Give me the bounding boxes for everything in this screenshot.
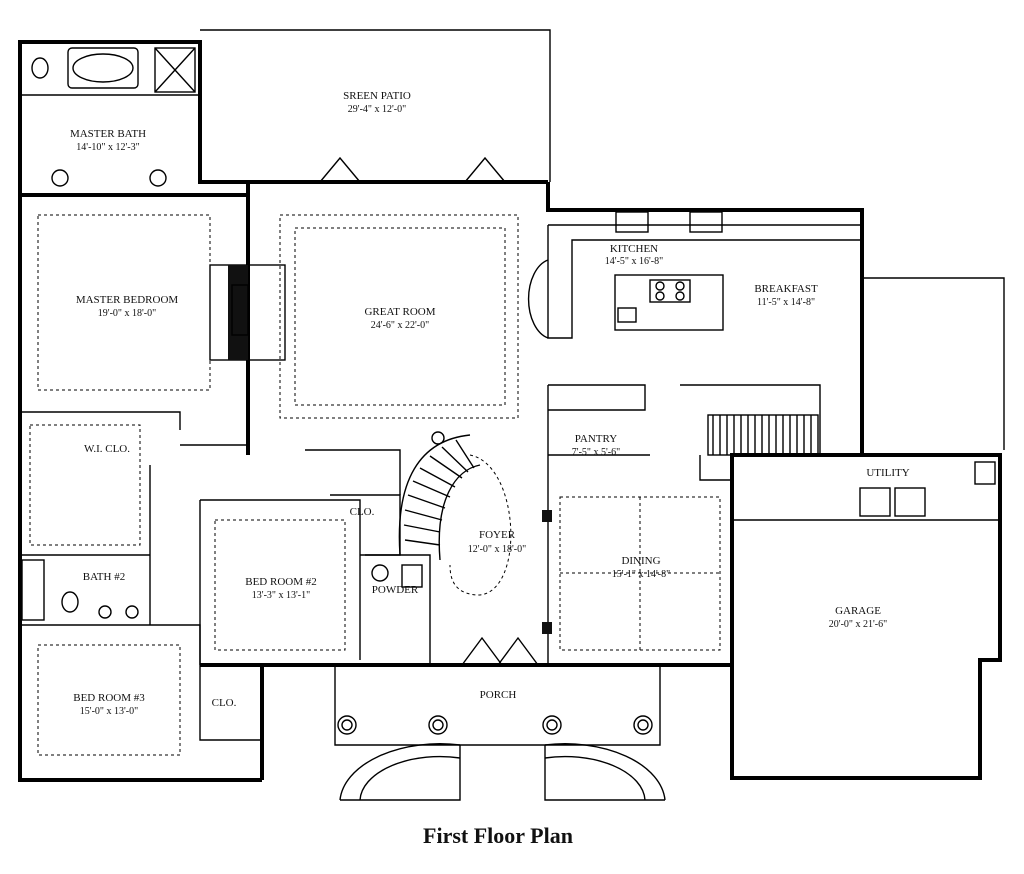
room-dims-garage: 20'-0" x 21'-6" [829, 619, 887, 630]
room-dims-breakfast: 11'-5" x 14'-8" [757, 297, 815, 308]
interior-walls [20, 94, 1000, 741]
room-dims-bed-room-2: 13'-3" x 13'-1" [252, 590, 310, 601]
room-dims-sreen-patio: 29'-4" x 12'-0" [348, 104, 406, 115]
room-name-master-bedroom: MASTER BEDROOM [76, 294, 179, 306]
exterior-walls [18, 29, 1005, 782]
room-name-breakfast: BREAKFAST [754, 283, 818, 295]
room-name-sreen-patio: SREEN PATIO [343, 90, 411, 102]
room-name-master-bath: MASTER BATH [70, 128, 146, 140]
room-name-bed-room-2: BED ROOM #2 [245, 576, 317, 588]
room-name-utility: UTILITY [866, 467, 909, 479]
ceiling-outlines [29, 214, 721, 756]
room-name-powder: POWDER [372, 584, 419, 596]
room-name-pantry: PANTRY [575, 433, 617, 445]
room-dims-dining: 15'-1" x 14'-8" [612, 569, 670, 580]
fixtures [21, 47, 996, 801]
room-name-dining: DINING [621, 555, 660, 567]
room-name-wi-closet: W.I. CLO. [84, 443, 130, 455]
room-dims-pantry: 7'-5" x 5'-6" [572, 447, 620, 458]
plan-title: First Floor Plan [423, 823, 573, 848]
room-dims-master-bedroom: 19'-0" x 18'-0" [98, 308, 156, 319]
room-name-closet-bed2: CLO. [350, 506, 375, 518]
room-name-bath-2: BATH #2 [83, 571, 125, 583]
room-labels: SREEN PATIO 29'-4" x 12'-0" MASTER BATH … [70, 90, 910, 717]
room-dims-great-room: 24'-6" x 22'-0" [371, 320, 429, 331]
room-dims-bed-room-3: 15'-0" x 13'-0" [80, 706, 138, 717]
room-name-garage: GARAGE [835, 605, 881, 617]
room-dims-foyer: 12'-0" x 18'-0" [468, 544, 526, 555]
room-name-porch: PORCH [480, 689, 517, 701]
room-name-foyer: FOYER [479, 529, 516, 541]
room-name-great-room: GREAT ROOM [364, 306, 435, 318]
room-dims-master-bath: 14'-10" x 12'-3" [76, 142, 139, 153]
room-name-kitchen: KITCHEN [610, 243, 658, 255]
room-name-closet-bed3: CLO. [212, 697, 237, 709]
room-name-bed-room-3: BED ROOM #3 [73, 692, 145, 704]
room-dims-kitchen: 14'-5" x 16'-8" [605, 256, 663, 267]
